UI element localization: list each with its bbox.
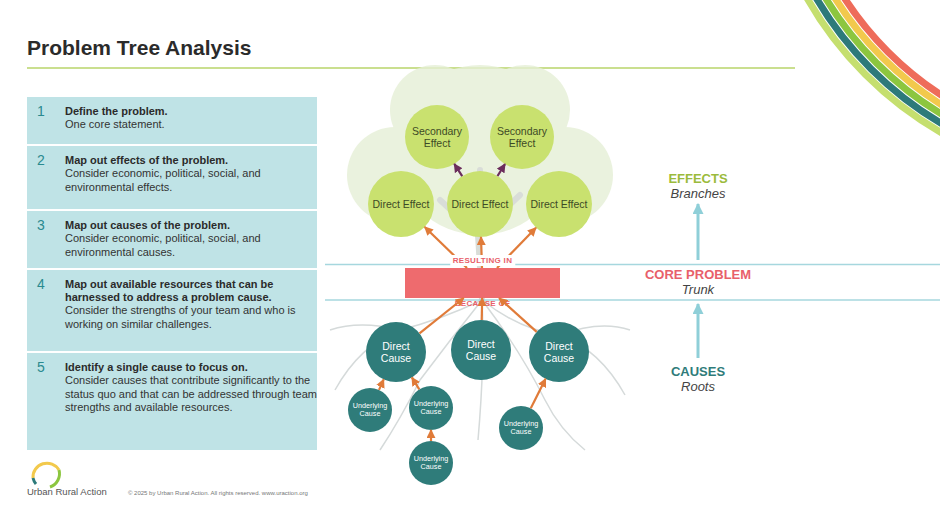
step-body: Consider the strengths of your team and … (65, 304, 317, 331)
step-body: Consider economic, political, social, an… (65, 232, 317, 259)
step-text: Identify a single cause to focus on.Cons… (65, 361, 317, 415)
logo-text: Urban Rural Action (27, 486, 127, 498)
step-row: 3 Map out causes of the problem.Consider … (27, 211, 317, 268)
node-label: Direct Cause (453, 338, 508, 362)
copyright-note: © 2025 by Urban Rural Action. All rights… (128, 489, 428, 497)
step-heading: Identify a single cause to focus on. (65, 361, 317, 374)
title-rule (27, 67, 795, 69)
connector-arrow (430, 430, 432, 441)
effect-circle: Secondary Effect (490, 105, 554, 169)
step-body: One core statement. (65, 118, 317, 132)
connector-arrow (531, 379, 546, 409)
effect-circle: Direct Effect (526, 171, 592, 237)
underlying-cause-circle: Underlying Cause (409, 386, 453, 430)
logo-arc (50, 470, 60, 487)
section-heading: CAUSES (628, 365, 768, 379)
node-label: Underlying Cause (350, 402, 390, 419)
step-heading: Map out causes of the problem. (65, 219, 317, 232)
step-text: Map out effects of the problem.Consider … (65, 154, 317, 194)
stripe (760, 0, 940, 180)
core-problem-box: RESULTING INBECAUSE OF (405, 268, 560, 298)
band-label: RESULTING IN (450, 255, 515, 266)
step-heading: Map out effects of the problem. (65, 154, 317, 167)
node-label: Underlying Cause (411, 455, 451, 472)
step-row: 2 Map out effects of the problem.Consider… (27, 146, 317, 209)
connector-arrow (498, 164, 506, 176)
node-label: Direct Cause (368, 340, 423, 364)
node-label: Direct Effect (531, 198, 588, 210)
effect-circle: Secondary Effect (405, 105, 469, 169)
cause-circle: Direct Cause (451, 320, 511, 380)
logo-arc (33, 478, 36, 484)
connector-arrow (454, 164, 462, 176)
node-label: Direct Effect (452, 198, 509, 210)
cause-circle: Direct Cause (529, 322, 589, 382)
node-label: Direct Cause (531, 340, 586, 364)
section-subtitle: Trunk (628, 283, 768, 297)
step-row: 1 Define the problem.One core statement. (27, 97, 317, 144)
step-number: 3 (37, 218, 45, 233)
section-heading: EFFECTS (628, 172, 768, 186)
step-row: 5 Identify a single cause to focus on.Con… (27, 353, 317, 450)
node-label: Underlying Cause (411, 400, 451, 417)
section-heading: CORE PROBLEM (628, 268, 768, 282)
stripe (776, 0, 940, 164)
effect-circle: Direct Effect (447, 171, 513, 237)
stripe (784, 0, 940, 156)
effect-circle: Direct Effect (368, 171, 434, 237)
step-text: Map out causes of the problem.Consider e… (65, 219, 317, 259)
connector-arrow (379, 379, 384, 390)
step-heading: Map out available resources that can be … (65, 278, 317, 304)
step-number: 1 (37, 104, 45, 119)
step-number: 2 (37, 153, 45, 168)
step-number: 4 (37, 277, 45, 292)
underlying-cause-circle: Underlying Cause (499, 406, 543, 450)
step-heading: Define the problem. (65, 105, 317, 118)
underlying-cause-circle: Underlying Cause (348, 388, 392, 432)
step-text: Map out available resources that can be … (65, 278, 317, 331)
section-subtitle: Roots (628, 380, 768, 394)
step-number: 5 (37, 360, 45, 375)
corner-stripes (760, 0, 940, 180)
underlying-cause-circle: Underlying Cause (409, 441, 453, 485)
band-label: BECAUSE OF (455, 299, 510, 309)
direction-arrow (697, 204, 700, 260)
node-label: Underlying Cause (501, 420, 541, 437)
step-row: 4 Map out available resources that can be… (27, 270, 317, 351)
logo-mark (33, 463, 60, 487)
connector-arrow (412, 377, 419, 389)
stripe (792, 0, 940, 148)
tree-roots (330, 300, 630, 450)
stripe (768, 0, 940, 172)
tree-foliage (347, 65, 613, 235)
step-text: Define the problem.One core statement. (65, 105, 317, 132)
step-body: Consider economic, political, social, an… (65, 167, 317, 194)
node-label: Secondary Effect (408, 125, 467, 149)
node-label: Secondary Effect (493, 125, 552, 149)
band-line (325, 264, 940, 266)
direction-arrow (697, 304, 700, 358)
cause-circle: Direct Cause (366, 322, 426, 382)
band-line (325, 299, 940, 301)
section-subtitle: Branches (628, 187, 768, 201)
node-label: Direct Effect (373, 198, 430, 210)
step-body: Consider causes that contribute signific… (65, 374, 317, 415)
page-title: Problem Tree Analysis (27, 36, 252, 60)
logo-arc (33, 463, 59, 478)
